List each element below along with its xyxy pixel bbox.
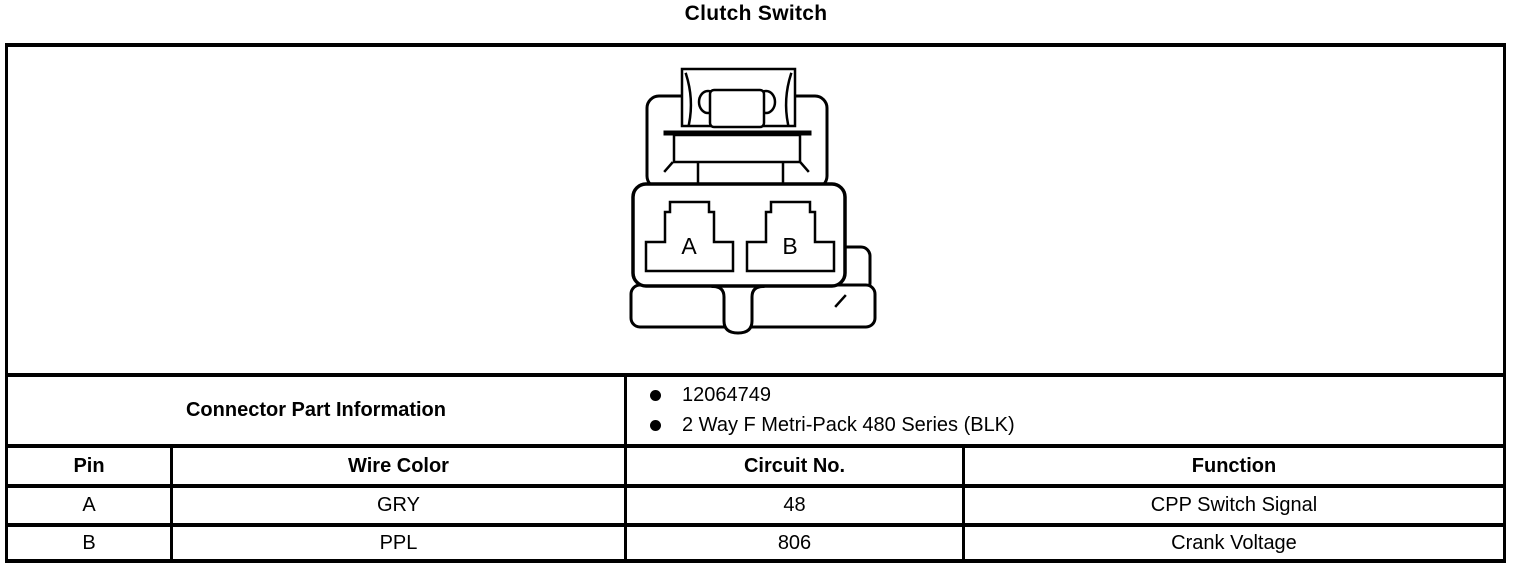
- part-info-item: 12064749: [629, 381, 1502, 411]
- pin-cavity-b: [745, 200, 836, 273]
- cell-wire-color: GRY: [170, 484, 627, 527]
- latch-tab: [708, 88, 766, 129]
- pin-label-a: A: [681, 233, 697, 259]
- part-series: 2 Way F Metri-Pack 480 Series (BLK): [682, 414, 1015, 436]
- pin-label-b: B: [782, 233, 797, 259]
- part-info-list: 12064749 2 Way F Metri-Pack 480 Series (…: [624, 373, 1506, 448]
- bullet-icon: [650, 390, 661, 401]
- part-info-row: Connector Part Information 12064749 2 Wa…: [5, 373, 1506, 448]
- connector-tongue: [711, 284, 765, 335]
- connector-diagram-cell: A B: [5, 43, 1506, 377]
- connector-mid-section: [672, 133, 802, 164]
- header-function: Function: [962, 444, 1506, 488]
- cell-pin: B: [5, 523, 173, 563]
- cell-function: Crank Voltage: [962, 523, 1506, 563]
- table-row: B PPL 806 Crank Voltage: [5, 523, 1506, 563]
- diagram-row: A B: [5, 43, 1506, 377]
- cell-circuit-no: 48: [624, 484, 965, 527]
- part-info-label: Connector Part Information: [5, 373, 627, 448]
- cell-circuit-no: 806: [624, 523, 965, 563]
- header-circuit-no: Circuit No.: [624, 444, 965, 488]
- part-info-item: 2 Way F Metri-Pack 480 Series (BLK): [629, 411, 1502, 441]
- connector-diagram: A B: [629, 67, 877, 335]
- table-header-row: Pin Wire Color Circuit No. Function: [5, 444, 1506, 488]
- page-title: Clutch Switch: [684, 2, 828, 25]
- table-row: A GRY 48 CPP Switch Signal: [5, 484, 1506, 527]
- cell-wire-color: PPL: [170, 523, 627, 563]
- header-pin: Pin: [5, 444, 173, 488]
- pin-cavity-a: [644, 200, 735, 273]
- part-number: 12064749: [682, 384, 771, 406]
- cell-function: CPP Switch Signal: [962, 484, 1506, 527]
- connector-main-body: [631, 182, 847, 288]
- bullet-icon: [650, 420, 661, 431]
- connector-info-table: A B Connector Part Information 12064749 …: [5, 43, 1506, 563]
- cell-pin: A: [5, 484, 173, 527]
- header-wire-color: Wire Color: [170, 444, 627, 488]
